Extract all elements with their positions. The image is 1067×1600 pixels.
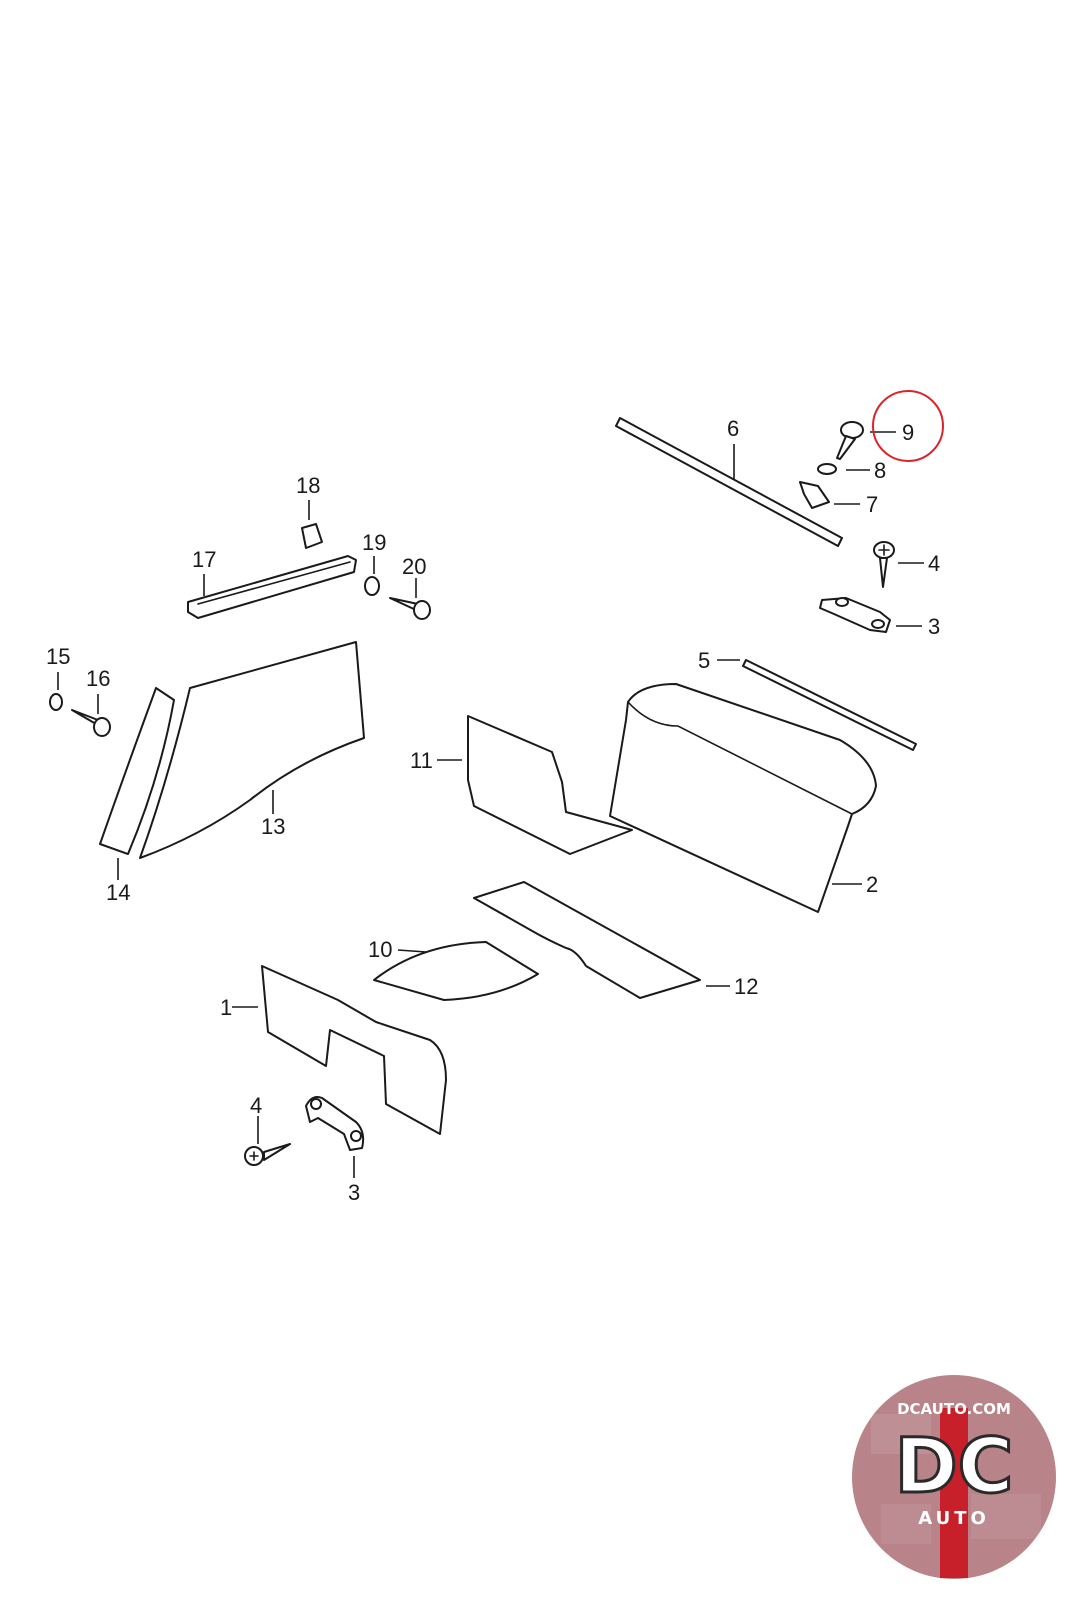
label-3a: 3 (928, 614, 940, 639)
part-16-screw (71, 694, 111, 737)
part-12-floor-mat (473, 881, 730, 999)
label-13: 13 (261, 814, 285, 839)
part-19-washer (364, 556, 380, 596)
part-20-screw (389, 578, 431, 620)
label-7: 7 (866, 492, 878, 517)
part-18-clip-nut (301, 500, 323, 549)
logo-sub: AUTO (918, 1508, 990, 1529)
logo-site: DCAUTO.COM (897, 1400, 1011, 1418)
part-1-side-panel (232, 965, 447, 1135)
part-4-screw-lower (244, 1116, 291, 1166)
part-11-side-panel (437, 715, 633, 855)
label-9: 9 (902, 420, 914, 445)
label-20: 20 (402, 554, 426, 579)
part-3-handle-upper (819, 597, 922, 633)
logo-mark: DC (895, 1421, 1014, 1510)
part-4-screw-upper (873, 541, 924, 588)
dcauto-logo: DCAUTO.COM DC AUTO (852, 1375, 1056, 1579)
part-3-handle-lower (305, 1096, 365, 1178)
label-15: 15 (46, 644, 70, 669)
label-4b: 4 (250, 1093, 262, 1118)
label-1: 1 (220, 995, 232, 1020)
label-11: 11 (410, 748, 433, 773)
label-2: 2 (866, 872, 878, 897)
label-14: 14 (106, 880, 130, 905)
label-18: 18 (296, 473, 320, 498)
part-14-pillar-strip (99, 687, 175, 880)
part-6-trim-strip (615, 417, 843, 547)
logo-texture (871, 1414, 1041, 1544)
label-8: 8 (874, 458, 886, 483)
label-12: 12 (734, 974, 758, 999)
label-17: 17 (192, 547, 216, 572)
label-3b: 3 (348, 1180, 360, 1205)
part-13-wheel-arch-panel (139, 641, 365, 859)
logo-stripe (940, 1408, 968, 1578)
part-9-screw (836, 421, 896, 460)
part-5-rod (717, 659, 917, 751)
label-5: 5 (698, 648, 710, 673)
label-10: 10 (368, 937, 392, 962)
part-8-washer (817, 463, 870, 475)
part-2-rear-panel (609, 683, 877, 913)
label-19: 19 (362, 530, 386, 555)
part-7-clip (799, 481, 860, 509)
label-4a: 4 (928, 551, 940, 576)
highlight-circle-part-9 (872, 390, 944, 462)
label-16: 16 (86, 666, 110, 691)
part-10-small-mat (373, 941, 539, 1001)
label-6: 6 (727, 416, 739, 441)
part-15-washer (49, 672, 63, 711)
part-17-sill-strip (187, 555, 357, 619)
